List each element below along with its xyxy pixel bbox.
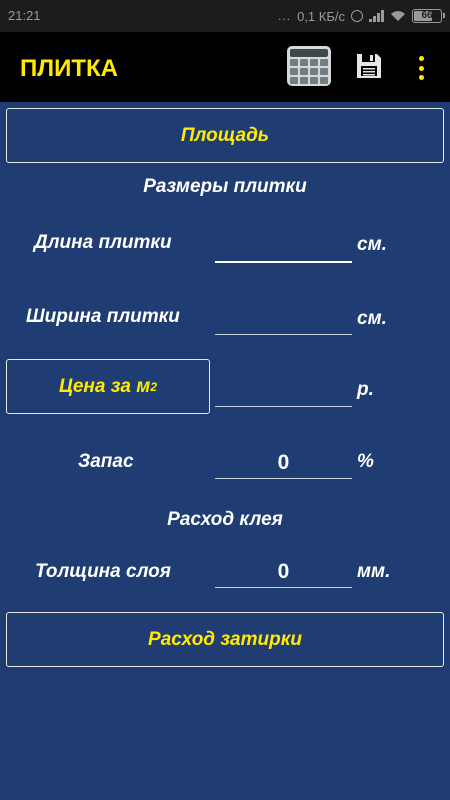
layer-thickness-input[interactable]: 0 xyxy=(215,558,352,588)
price-button-superscript: 2 xyxy=(150,379,158,394)
tile-width-unit: см. xyxy=(357,308,387,329)
price-button-label: Цена за м xyxy=(58,375,151,397)
network-speed: 0,1 КБ/с xyxy=(297,8,345,24)
area-button[interactable]: Площадь xyxy=(6,108,444,163)
status-bar: 21:21 ... 0,1 КБ/с 66 xyxy=(0,0,450,32)
tile-length-input[interactable] xyxy=(215,233,352,263)
app-bar: ПЛИТКА xyxy=(0,32,450,102)
calculator-icon[interactable] xyxy=(287,46,331,86)
layer-thickness-unit: мм. xyxy=(357,561,391,582)
notification-dots: ... xyxy=(278,9,292,23)
reserve-unit: % xyxy=(357,451,374,472)
alarm-icon xyxy=(351,10,363,22)
status-time: 21:21 xyxy=(8,8,41,23)
status-icons: ... 0,1 КБ/с 66 xyxy=(278,6,445,26)
app-title: ПЛИТКА xyxy=(20,55,118,82)
signal-icon xyxy=(369,10,384,22)
tile-width-label: Ширина плитки xyxy=(26,306,180,327)
more-vert-icon[interactable] xyxy=(417,56,425,80)
save-icon[interactable] xyxy=(354,51,384,81)
battery-level: 66 xyxy=(421,10,433,21)
adhesive-consumption-heading: Расход клея xyxy=(167,509,283,530)
grout-consumption-button[interactable]: Расход затирки xyxy=(6,612,444,667)
battery-icon: 66 xyxy=(412,9,445,23)
tile-length-unit: см. xyxy=(357,234,387,255)
tile-dimensions-heading: Размеры плитки xyxy=(143,176,307,197)
price-input[interactable] xyxy=(215,377,352,407)
reserve-label: Запас xyxy=(78,451,134,472)
layer-thickness-label: Толщина слоя xyxy=(35,561,171,582)
wifi-icon xyxy=(391,11,405,21)
tile-width-input[interactable] xyxy=(215,305,352,335)
price-unit: р. xyxy=(357,379,374,400)
reserve-input[interactable]: 0 xyxy=(215,449,352,479)
tile-length-label: Длина плитки xyxy=(34,232,172,253)
